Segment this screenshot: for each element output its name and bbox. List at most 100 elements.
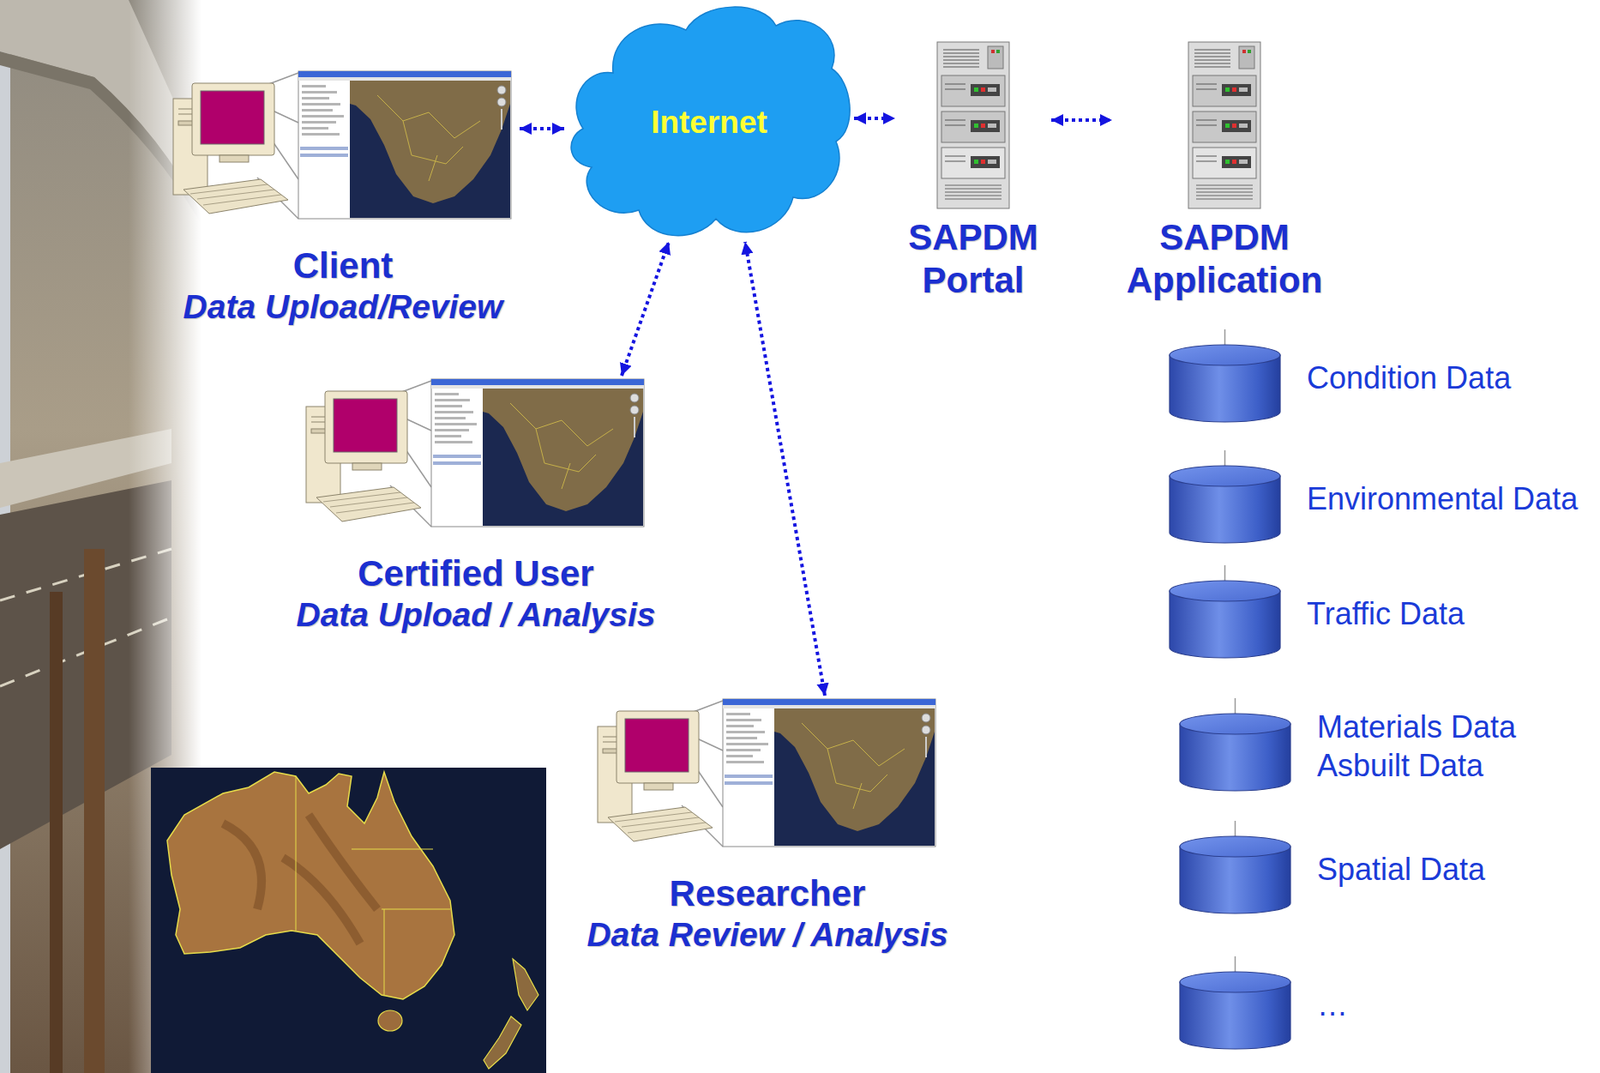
cylinder-shape [1224, 565, 1227, 583]
server-icon [944, 198, 1002, 200]
computer-icon [349, 80, 511, 218]
database-label: Asbuilt Data [1317, 745, 1516, 785]
server-icon [943, 66, 980, 68]
cylinder-shape [1178, 956, 1292, 1053]
label-column: Condition Data [1306, 358, 1511, 397]
server-icon [1239, 87, 1248, 92]
cylinder-shape [1224, 329, 1227, 347]
cylinder-shape [1169, 344, 1281, 366]
dotted-connector [621, 241, 669, 376]
cylinder-shape [1169, 580, 1281, 602]
australia-satellite-image [483, 1016, 522, 1069]
server-icon [991, 49, 995, 54]
cylinder-shape [1169, 465, 1281, 487]
computer-icon [726, 754, 753, 758]
application-server: SAPDM Application [1113, 41, 1336, 301]
computer-icon [377, 95, 481, 181]
database-label: Condition Data [1306, 358, 1511, 397]
computer-icon [336, 502, 415, 513]
computer-icon [301, 102, 341, 106]
computer-icon [171, 69, 515, 223]
cylinder-shape [1168, 565, 1282, 662]
computer-icon [726, 742, 769, 746]
computer-icon [433, 461, 482, 465]
server-icon [944, 192, 1002, 193]
computer-icon [300, 153, 349, 157]
server-icon [937, 42, 1010, 209]
certified-user-computer: Certified UserData Upload / Analysis [292, 377, 660, 636]
server-icon [944, 195, 1002, 197]
computer-icon [595, 697, 939, 850]
server-icon [1232, 123, 1237, 128]
computer-icon [921, 725, 931, 734]
server-icon [944, 188, 1002, 190]
cylinder-shape [1179, 971, 1291, 993]
server-icon [970, 84, 1000, 97]
database-label: … [1317, 985, 1348, 1024]
dotted-connector [745, 241, 825, 696]
server-icon [944, 120, 966, 121]
server-icon [1196, 120, 1217, 121]
computer-icon [482, 388, 644, 512]
computer-icon [301, 96, 330, 100]
computer-icon [630, 405, 639, 415]
database-cylinder: Materials DataAsbuilt Data [1178, 697, 1516, 794]
server-icon [1194, 53, 1231, 55]
computer-icon [349, 80, 511, 204]
computer-icon [801, 722, 905, 809]
computer-icon [722, 698, 936, 847]
computer-icon [633, 416, 636, 438]
server-icon [1221, 84, 1252, 97]
server-icon [941, 147, 1005, 179]
label-column: Spatial Data [1317, 849, 1486, 889]
server-icon [943, 60, 980, 61]
role-subtitle: Data Upload / Analysis [295, 595, 656, 636]
cylinder-shape [1179, 713, 1291, 734]
computer-icon [333, 398, 397, 452]
computer-icon [697, 738, 723, 751]
server-icon [974, 159, 979, 164]
database-cylinder: Spatial Data [1178, 820, 1486, 917]
server-icon [1242, 49, 1246, 54]
server-icon [1221, 156, 1252, 169]
server-icon [1192, 147, 1257, 179]
computer-icon [724, 781, 773, 785]
internet-cloud: Internet [565, 0, 853, 241]
computer-icon [434, 434, 462, 438]
computer-icon [726, 748, 761, 752]
server-icon [944, 185, 1002, 187]
computer-icon [434, 428, 470, 432]
computer-icon [330, 497, 408, 507]
server-icon [943, 63, 980, 65]
computer-icon [190, 184, 268, 194]
australia-satellite-image [512, 958, 539, 1011]
computer-icon [921, 713, 931, 722]
computer-icon [726, 724, 754, 728]
cylinder-shape [1234, 956, 1237, 974]
server-icon [1196, 161, 1217, 163]
server-icon [1196, 89, 1217, 91]
computer-icon [726, 718, 762, 722]
highway-photo [49, 591, 63, 1073]
computer-icon [301, 132, 340, 136]
computer-icon [192, 83, 275, 156]
server-icon [1221, 120, 1252, 133]
computer-icon [300, 146, 349, 151]
computer-icon [183, 179, 289, 214]
computer-icon [500, 108, 503, 130]
role-subtitle: Data Upload/Review [183, 287, 504, 328]
role-subtitle: Data Review / Analysis [586, 914, 948, 956]
cylinder-shape [1178, 820, 1292, 917]
computer-icon [774, 708, 935, 846]
server-icon [1194, 56, 1231, 58]
cylinder-shape [1234, 820, 1237, 838]
computer-icon [323, 492, 401, 502]
computer-icon [304, 377, 648, 530]
computer-icon [203, 194, 282, 205]
server-icon [970, 156, 1000, 169]
computer-icon [301, 84, 326, 88]
server-icon [987, 159, 997, 164]
computer-icon [697, 769, 723, 807]
server-icon [936, 41, 1011, 210]
computer-icon [352, 463, 382, 470]
